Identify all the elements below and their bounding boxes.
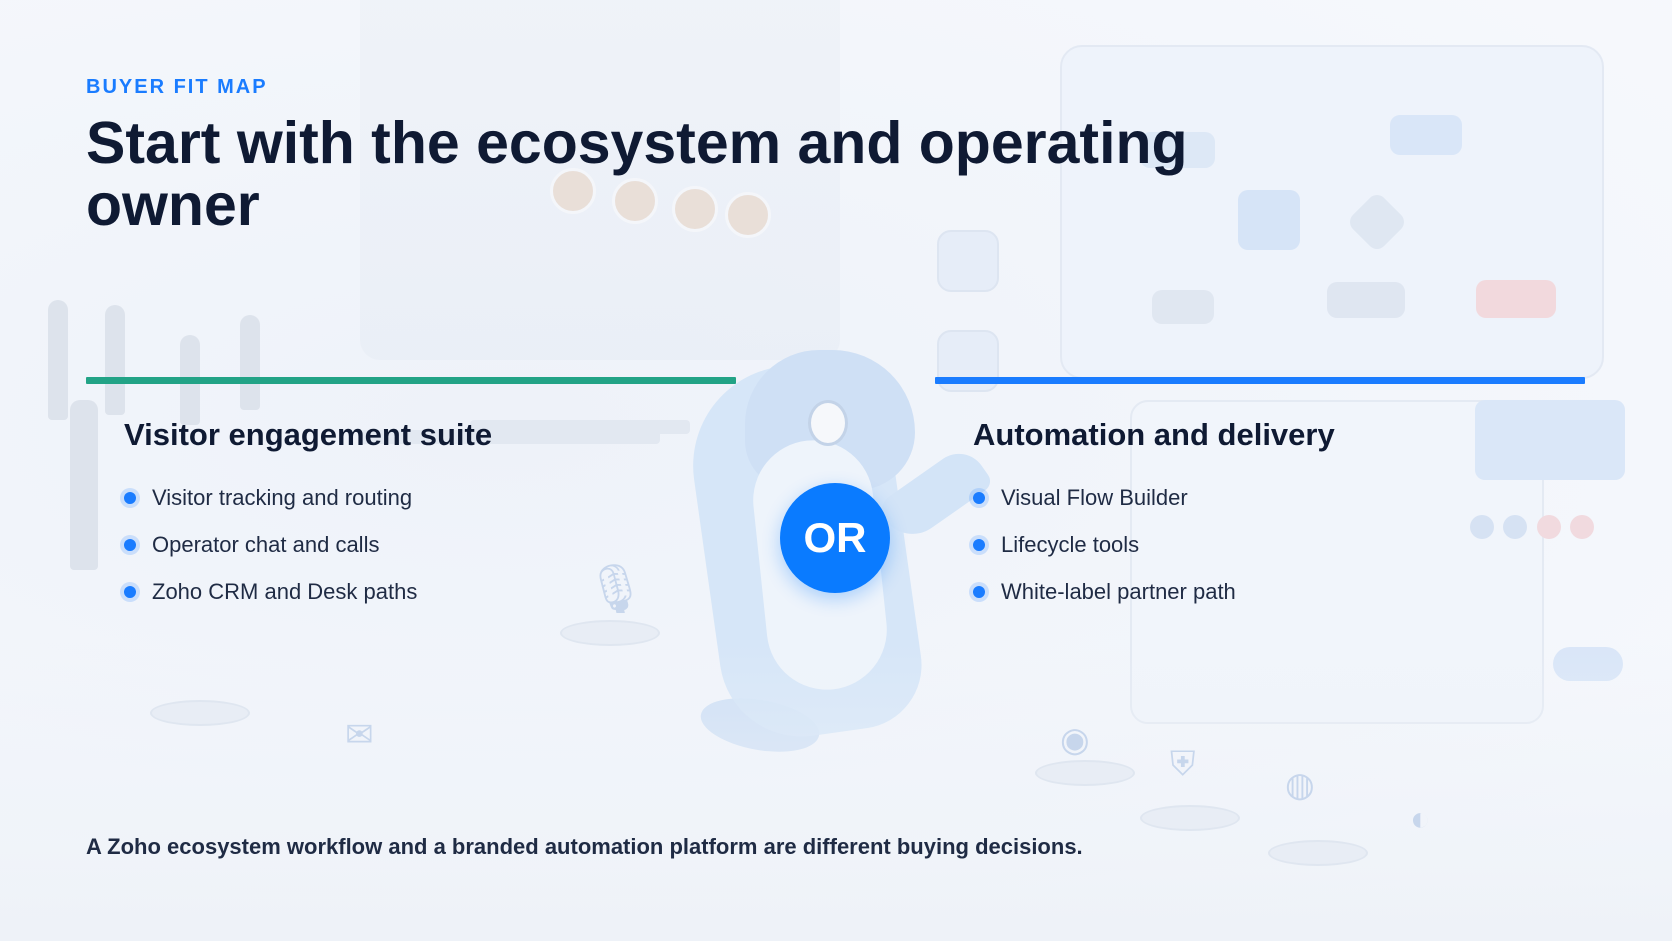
list-item: Visual Flow Builder xyxy=(973,486,1236,533)
feature-list: Visitor tracking and routing Operator ch… xyxy=(124,486,417,627)
bullet-icon xyxy=(124,539,136,551)
mail-icon: ✉ xyxy=(345,716,374,754)
palette-icon: ◐ xyxy=(1410,800,1431,838)
list-item: Zoho CRM and Desk paths xyxy=(124,580,417,627)
column-heading: Automation and delivery xyxy=(973,417,1335,452)
list-item: Visitor tracking and routing xyxy=(124,486,417,533)
bullet-icon xyxy=(973,586,985,598)
page-title: Start with the ecosystem and operating o… xyxy=(86,110,1188,238)
office-wall xyxy=(360,0,840,360)
agent-avatar xyxy=(725,192,771,238)
visitor-engagement-column: Visitor engagement suite Visitor trackin… xyxy=(86,377,736,604)
automation-delivery-column: Automation and delivery Visual Flow Buil… xyxy=(935,377,1585,604)
globe-icon: ◍ xyxy=(1285,766,1315,804)
agent-avatar xyxy=(612,178,658,224)
flow-icon xyxy=(937,230,999,292)
column-accent-bar xyxy=(86,377,736,384)
bullet-icon xyxy=(124,586,136,598)
column-heading: Visitor engagement suite xyxy=(124,417,493,452)
microphone-icon: 🎙 xyxy=(585,563,646,616)
user-icon: ◉ xyxy=(1060,721,1090,759)
list-item: White-label partner path xyxy=(973,580,1236,627)
agent-avatar xyxy=(550,168,596,214)
column-accent-bar xyxy=(935,377,1585,384)
footnote: A Zoho ecosystem workflow and a branded … xyxy=(86,834,1083,859)
agent-avatar xyxy=(672,186,718,232)
bullet-icon xyxy=(124,492,136,504)
feature-list: Visual Flow Builder Lifecycle tools Whit… xyxy=(973,486,1236,627)
eyebrow-label: BUYER FIT MAP xyxy=(86,76,268,98)
bullet-icon xyxy=(973,539,985,551)
bullet-icon xyxy=(973,492,985,504)
or-divider-badge: OR xyxy=(780,483,890,593)
list-item: Operator chat and calls xyxy=(124,533,417,580)
workflow-screen xyxy=(1060,45,1604,379)
shield-icon: ⛨ xyxy=(1170,745,1196,783)
list-item: Lifecycle tools xyxy=(973,533,1236,580)
